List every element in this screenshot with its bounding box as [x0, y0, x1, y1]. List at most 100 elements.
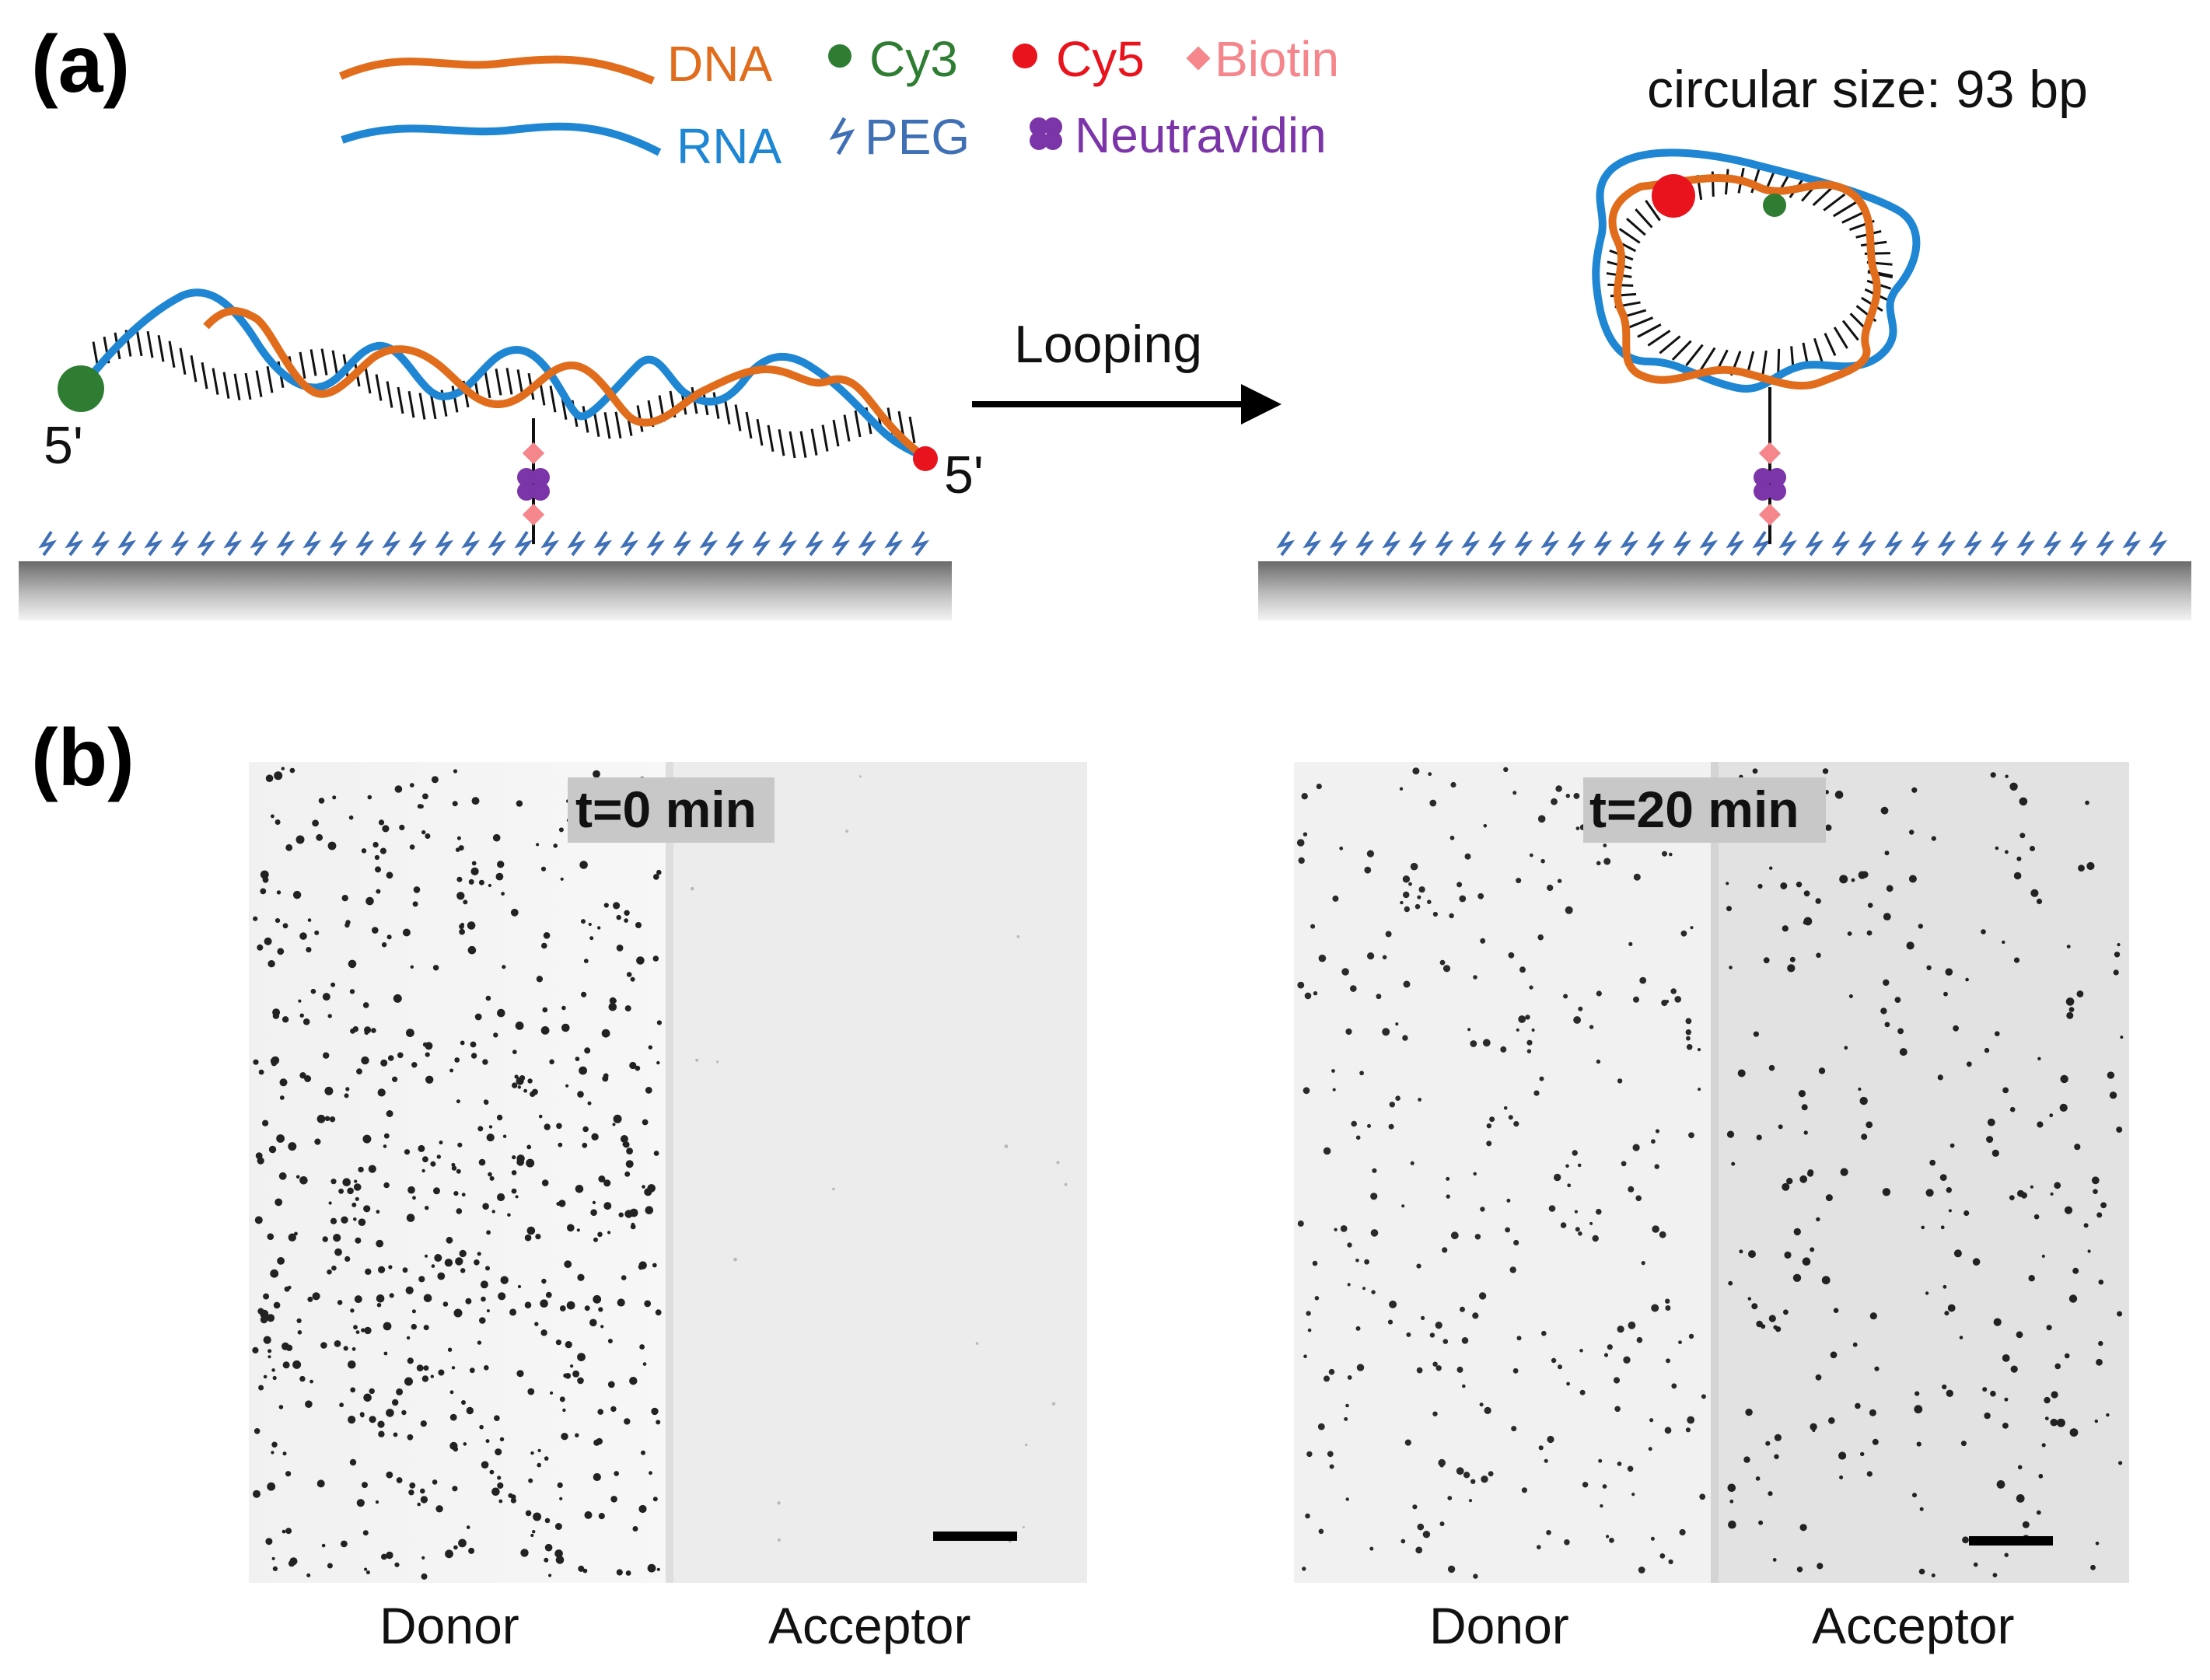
fluorescent-spot: [2114, 952, 2121, 958]
fluorescent-spot: [1473, 975, 1477, 980]
fluorescent-spot: [554, 1549, 563, 1558]
fluorescent-spot: [579, 1066, 587, 1075]
fluorescent-spot: [1344, 1416, 1348, 1421]
fluorescent-spot: [1883, 979, 1890, 987]
fluorescent-spot: [620, 1135, 628, 1143]
fluorescent-spot: [282, 1451, 287, 1456]
fluorescent-spot: [621, 1275, 627, 1280]
fluorescent-spot: [1816, 1217, 1820, 1222]
fluorescent-spot: [584, 1511, 593, 1519]
fluorescent-spot: [478, 879, 484, 885]
fluorescent-spot: [1775, 1326, 1782, 1332]
donor-label-t20: Donor: [1429, 1597, 1569, 1654]
fluorescent-spot: [1778, 1124, 1783, 1130]
fluorescent-spot: [1472, 1312, 1479, 1319]
fluorescent-spot: [295, 835, 305, 844]
fluorescent-spot: [1664, 1427, 1672, 1434]
fluorescent-spot: [1697, 1048, 1701, 1052]
spots-donor-t0: [252, 767, 663, 1580]
fluorescent-spot: [498, 1499, 503, 1504]
peg-icon: [276, 530, 295, 557]
fluorescent-spot: [2002, 1354, 2010, 1362]
fluorescent-spot: [2085, 800, 2089, 805]
fluorescent-spot: [1537, 934, 1544, 941]
fluorescent-spot: [1404, 1439, 1411, 1446]
fluorescent-spot: [625, 1570, 631, 1576]
base-pair-rung: [255, 370, 263, 397]
fluorescent-spot: [2020, 1192, 2027, 1199]
fluorescent-spot: [1973, 1562, 1978, 1567]
fluorescent-spot: [1324, 1375, 1330, 1382]
fluorescent-spot: [1633, 996, 1639, 1003]
fluorescent-spot: [372, 841, 379, 848]
fluorescent-spot: [267, 1314, 275, 1322]
fluorescent-spot: [1347, 1375, 1352, 1380]
fluorescent-spot: [509, 1308, 517, 1316]
fluorescent-spot: [1782, 1182, 1790, 1191]
fluorescent-spot: [456, 836, 461, 840]
fluorescent-spot: [1511, 1426, 1517, 1432]
fluorescent-spot: [2098, 1279, 2104, 1285]
fluorescent-spot: [581, 919, 586, 924]
fluorescent-spot: [298, 999, 302, 1003]
fluorescent-spot: [1651, 1139, 1656, 1144]
fluorescent-spot: [629, 1061, 637, 1070]
fluorescent-spot: [1578, 1006, 1583, 1011]
fluorescent-spot: [541, 1278, 547, 1284]
fluorescent-spot: [2002, 1087, 2009, 1094]
fluorescent-spot: [2037, 1121, 2044, 1128]
fluorescent-spot: [499, 1437, 505, 1442]
fluorescent-spot: [386, 1110, 393, 1117]
base-pair-rung: [1824, 332, 1837, 357]
fluorescent-spot: [323, 1052, 330, 1059]
fluorescent-spot: [402, 1267, 408, 1273]
base-pair-rung: [451, 386, 459, 413]
fluorescent-spot: [297, 1330, 302, 1335]
fluorescent-spot: [1557, 878, 1562, 883]
fluorescent-spot: [645, 1087, 652, 1094]
fluorescent-spot: [1578, 1231, 1582, 1236]
fluorescent-spot: [1796, 1566, 1803, 1573]
fluorescent-spot: [461, 1193, 466, 1197]
fluorescent-spot: [555, 1556, 565, 1564]
fluorescent-spot: [1521, 1487, 1527, 1493]
fluorescent-spot: [263, 1336, 271, 1344]
fluorescent-spot: [575, 1057, 580, 1061]
fluorescent-spot: [1628, 1321, 1636, 1329]
fluorescent-spot: [644, 1188, 652, 1196]
base-pair-rung: [1685, 344, 1704, 367]
fluorescent-spot: [1987, 1118, 1995, 1126]
fluorescent-spot: [514, 1074, 519, 1079]
fluorescent-spot: [556, 1123, 562, 1130]
base-pair-rung: [1777, 348, 1781, 375]
fluorescent-spot: [1435, 1365, 1442, 1371]
fluorescent-spot: [1345, 1403, 1349, 1408]
fluorescent-spot: [2050, 1418, 2058, 1427]
fluorescent-spot: [1833, 1308, 1839, 1313]
fluorescent-spot: [597, 926, 601, 930]
five-prime-left: 5': [44, 416, 83, 475]
fluorescent-spot: [320, 1342, 327, 1349]
fluorescent-spot: [613, 1114, 622, 1123]
fluorescent-spot: [1822, 768, 1829, 774]
fluorescent-spot: [1882, 1188, 1891, 1196]
fluorescent-spot: [1810, 1247, 1815, 1252]
fluorescent-spot: [1477, 892, 1484, 899]
fluorescent-spot: [1459, 895, 1467, 903]
fluorescent-spot: [1540, 858, 1545, 864]
fluorescent-spot: [651, 1407, 659, 1416]
legend-rna: RNA: [677, 118, 782, 174]
fluorescent-spot: [610, 1496, 617, 1503]
fluorescent-spot: [405, 1286, 414, 1294]
fluorescent-spot: [348, 815, 354, 820]
fluorescent-spot: [565, 1084, 569, 1088]
base-pair-rung: [1647, 330, 1671, 347]
fluorescent-spot: [332, 795, 337, 800]
fluorescent-spot: [1447, 1565, 1456, 1573]
peg-icon: [2096, 530, 2115, 557]
peg-icon: [1461, 530, 1481, 557]
fluorescent-spot: [1852, 1342, 1858, 1347]
fluorescent-spot: [353, 1183, 362, 1191]
fluorescent-spot: [460, 1040, 465, 1046]
fluorescent-spot: [1328, 1368, 1335, 1375]
